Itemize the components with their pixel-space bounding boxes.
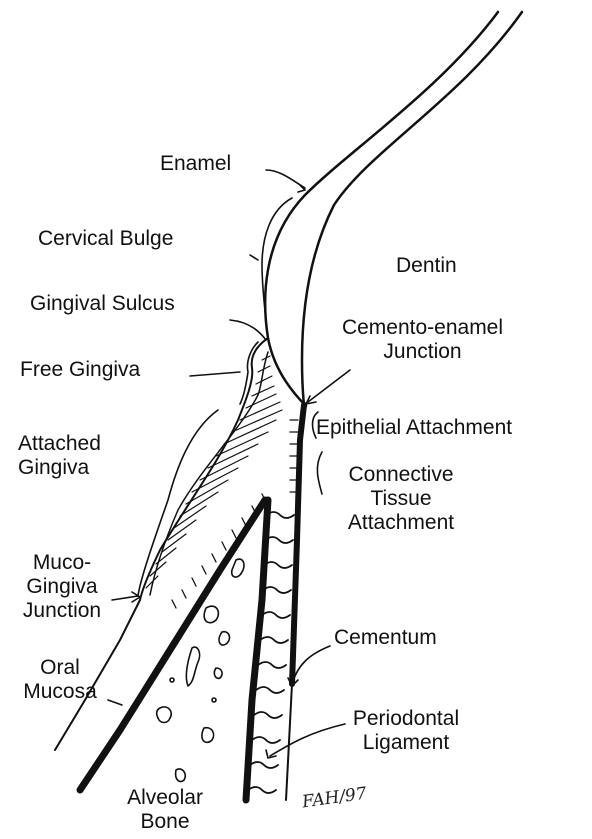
label-pdl-line2: Ligament <box>346 731 466 755</box>
label-attached-gingiva-line1: Attached <box>18 432 101 456</box>
label-mgj-line1: Muco- <box>2 551 122 575</box>
label-oral-mucosa-line2: Mucosa <box>10 680 110 704</box>
label-alveolar-bone: Alveolar Bone <box>110 786 220 834</box>
label-oral-mucosa: Oral Mucosa <box>10 656 110 704</box>
label-cemento-enamel-junction: Cemento-enamel Junction <box>310 316 535 364</box>
alveolar-bone-socket <box>246 500 268 800</box>
label-cej-line1: Cemento-enamel <box>310 316 535 340</box>
label-pdl-line1: Periodontal <box>346 707 466 731</box>
label-alveolar-bone-line1: Alveolar <box>110 786 220 810</box>
label-cej-line2: Junction <box>310 340 535 364</box>
root-surface-line <box>292 405 304 684</box>
label-gingival-sulcus: Gingival Sulcus <box>30 292 175 316</box>
label-ct-line2: Tissue <box>326 487 476 511</box>
bone-marrow-spaces <box>157 559 244 781</box>
label-cementum: Cementum <box>334 626 437 650</box>
label-mgj-line3: Junction <box>2 599 122 623</box>
label-oral-mucosa-line1: Oral <box>10 656 110 680</box>
label-epithelial-attachment: Epithelial Attachment <box>316 416 512 440</box>
label-free-gingiva: Free Gingiva <box>20 358 140 382</box>
label-connective-tissue-attachment: Connective Tissue Attachment <box>326 463 476 535</box>
label-cervical-bulge: Cervical Bulge <box>38 227 173 251</box>
label-muco-gingiva-junction: Muco- Gingiva Junction <box>2 551 122 623</box>
label-attached-gingiva: Attached Gingiva <box>18 432 101 480</box>
label-mgj-line2: Gingiva <box>2 575 122 599</box>
label-ct-line1: Connective <box>326 463 476 487</box>
label-alveolar-bone-line2: Bone <box>110 810 220 834</box>
pdl-inner-boundary <box>286 684 292 800</box>
label-ct-line3: Attachment <box>326 511 476 535</box>
label-periodontal-ligament: Periodontal Ligament <box>346 707 466 755</box>
label-dentin: Dentin <box>396 254 457 278</box>
label-attached-gingiva-line2: Gingiva <box>18 456 101 480</box>
label-enamel: Enamel <box>160 152 231 176</box>
